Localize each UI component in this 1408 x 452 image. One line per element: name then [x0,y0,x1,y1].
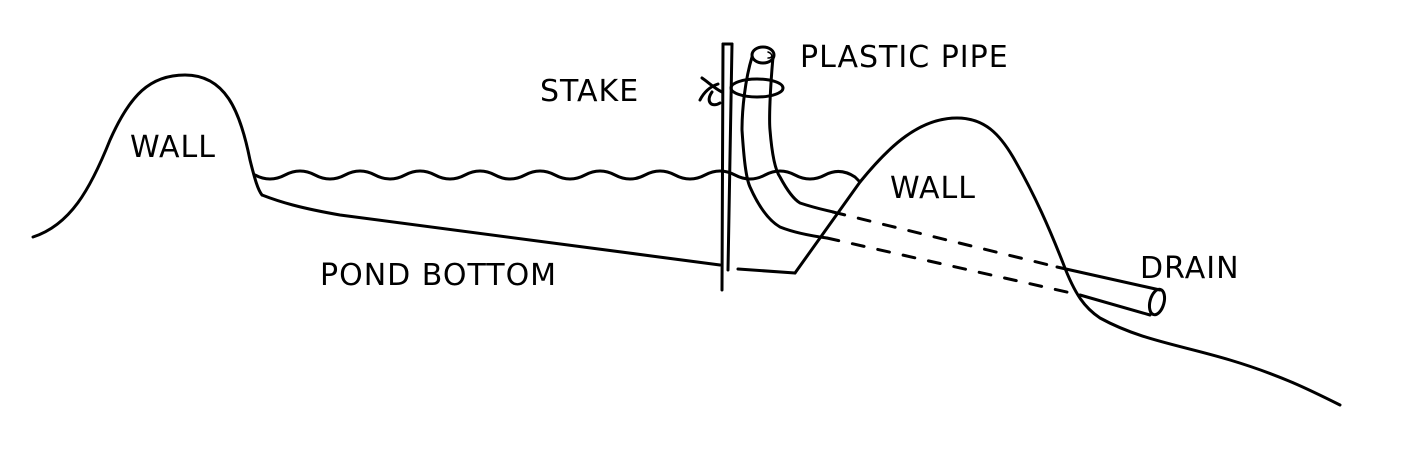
pipe-tie-knot [698,76,785,107]
label-wall-right: WALL [890,171,976,206]
pond-bottom-right-segment [736,267,797,275]
label-wall-left: WALL [130,130,216,165]
pond-bottom-line [260,193,722,267]
label-plastic-pipe: PLASTIC PIPE [800,40,1009,75]
label-pond-bottom: POND BOTTOM [320,258,557,293]
label-drain: DRAIN [1140,251,1240,286]
left-wall-outline [31,73,264,239]
label-stake: STAKE [540,74,639,109]
right-wall-outline [793,116,1342,407]
plastic-pipe [740,45,1167,317]
stake [720,42,734,292]
drain-pipe-end [1147,287,1167,317]
water-surface [253,169,862,184]
